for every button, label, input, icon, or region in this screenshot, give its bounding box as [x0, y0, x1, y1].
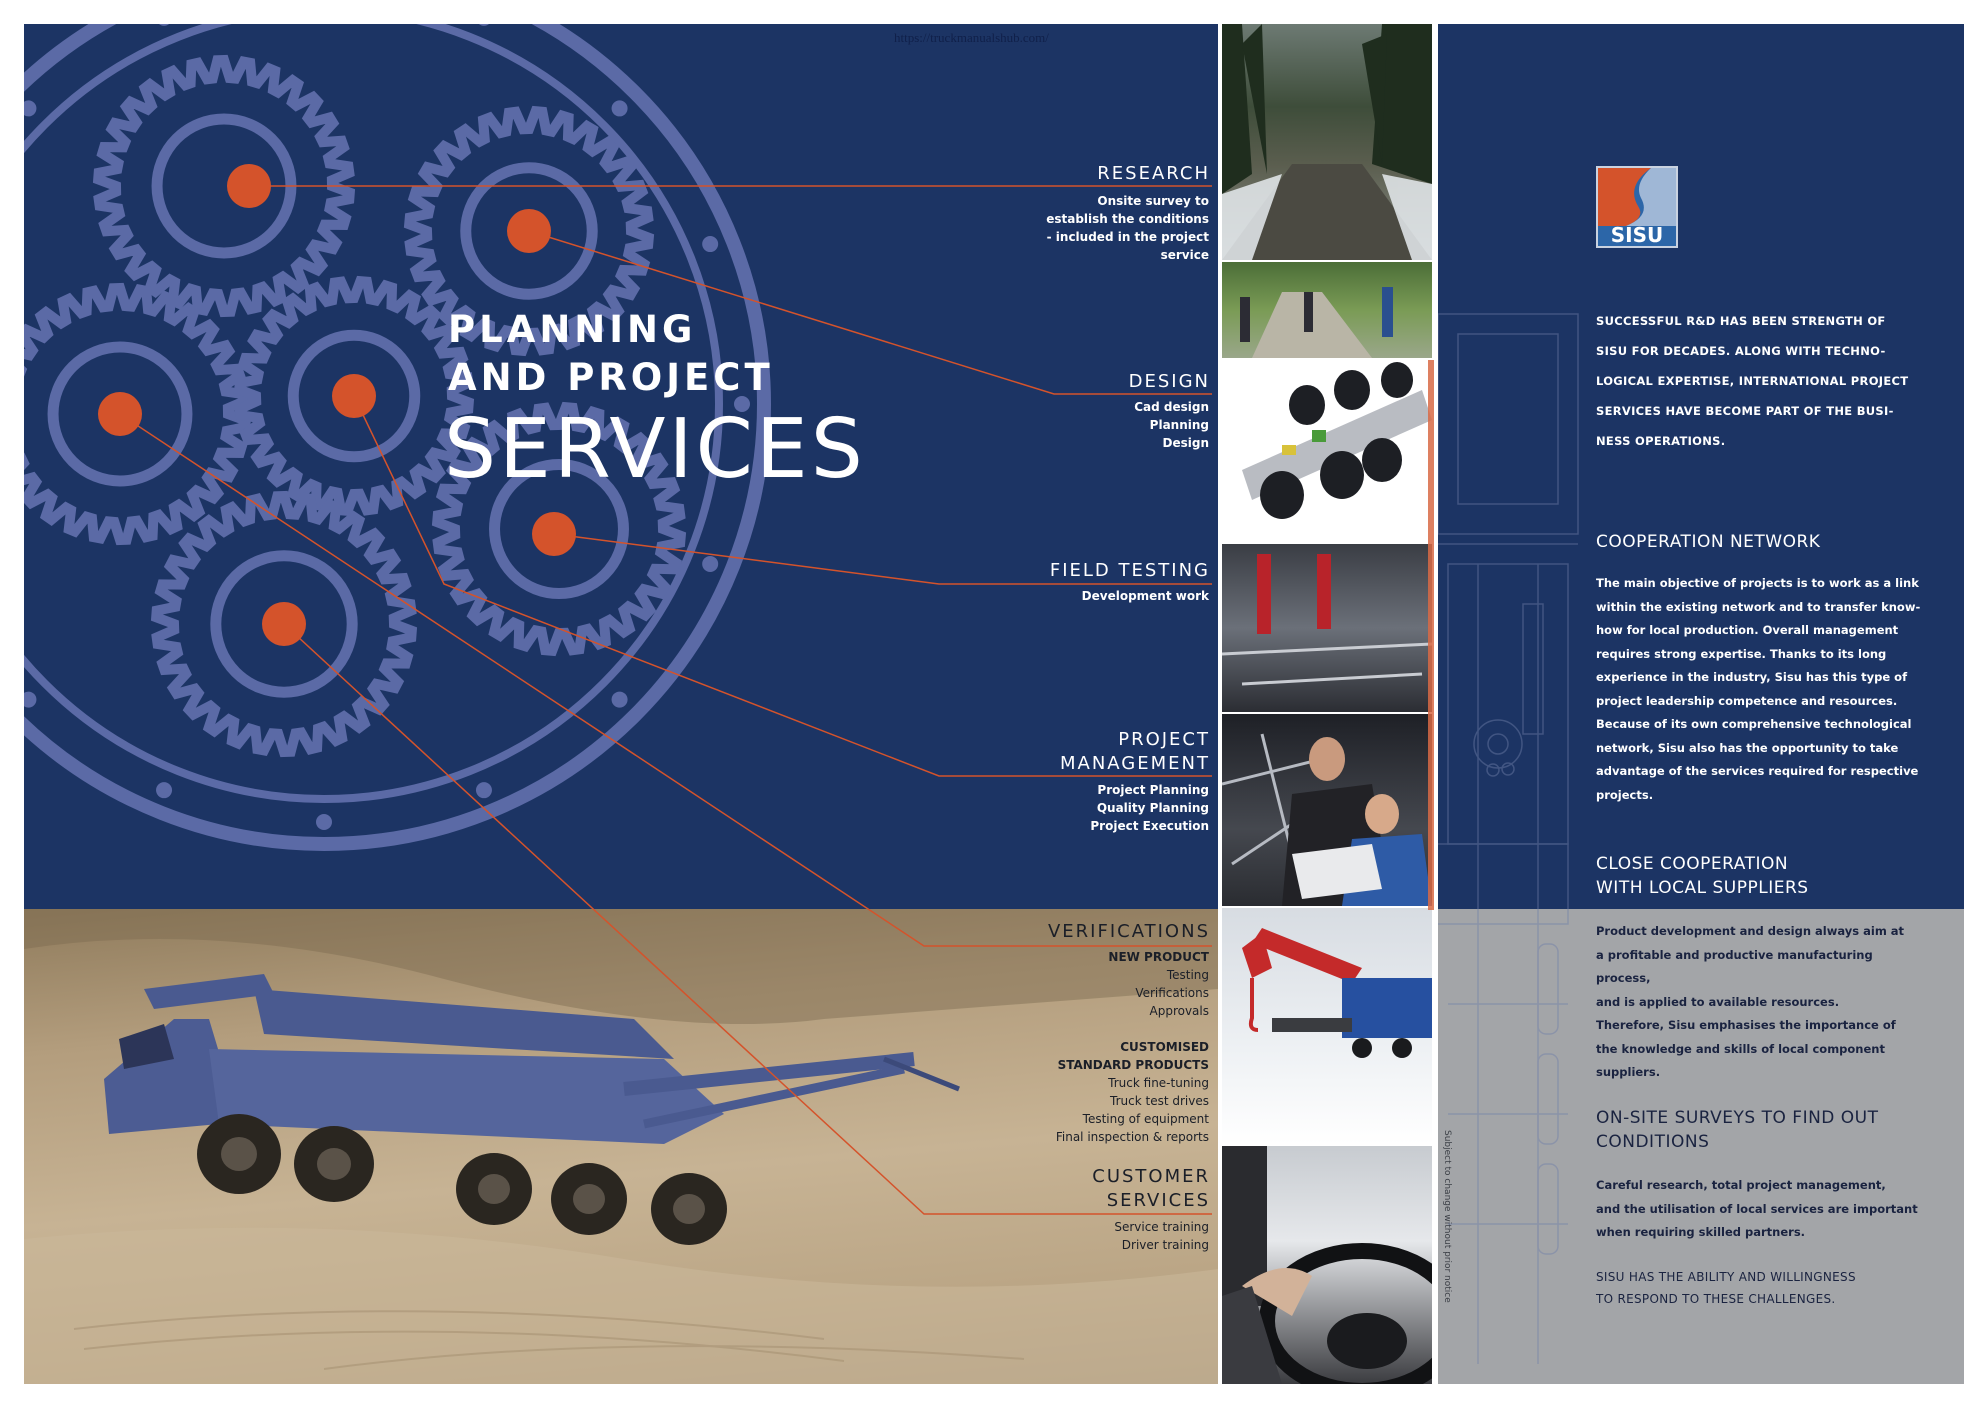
body-line: the knowledge and skills of local compon…	[1596, 1041, 1885, 1056]
section-body-onsite-surveys: Careful research, total project manageme…	[1596, 1174, 1926, 1245]
desc-line: establish the conditions	[1046, 212, 1209, 226]
body-line: advantage of the services required for r…	[1596, 764, 1919, 778]
desc-line: Truck fine-tuning	[1108, 1076, 1209, 1090]
service-heading-verifications: VERIFICATIONS	[1047, 921, 1210, 942]
source-url[interactable]: https://truckmanualshub.com/	[894, 30, 1049, 45]
side-note-text: Subject to change without prior notice	[1442, 1130, 1452, 1303]
desc-line: Quality Planning	[1096, 801, 1209, 815]
desc-line: Planning	[1149, 418, 1209, 432]
intro-line: SUCCESSFUL R&D HAS BEEN STRENGTH OF	[1596, 314, 1886, 328]
logo-text: SISU	[1611, 223, 1664, 247]
section-body-cooperation-network: The main objective of projects is to wor…	[1596, 572, 1926, 807]
intro-line: LOGICAL EXPERTISE, INTERNATIONAL PROJECT	[1596, 374, 1909, 388]
intro-text: SUCCESSFUL R&D HAS BEEN STRENGTH OF SISU…	[1596, 306, 1916, 456]
service-desc-field-testing: Development work	[1082, 587, 1209, 605]
service-desc-project-management: Project Planning Quality Planning Projec…	[1090, 781, 1209, 835]
service-desc-verifications: NEW PRODUCT Testing Verifications Approv…	[1056, 948, 1209, 1146]
desc-line: Service training	[1114, 1220, 1209, 1234]
title-line-1: PLANNING	[448, 308, 697, 351]
body-line: experience in the industry, Sisu has thi…	[1596, 670, 1908, 684]
body-line: within the existing network and to trans…	[1596, 599, 1921, 614]
desc-line: Design	[1162, 436, 1210, 450]
photo-project-management	[1222, 714, 1432, 906]
body-line: project leadership competence and resour…	[1596, 693, 1898, 708]
desc-line: Driver training	[1121, 1238, 1209, 1252]
title-line-3: SERVICES	[444, 402, 866, 497]
heading-line: ON-SITE SURVEYS TO FIND OUT	[1596, 1108, 1879, 1128]
heading-line: CUSTOMER	[1092, 1166, 1210, 1187]
intro-line: SISU FOR DECADES. ALONG WITH TECHNO-	[1596, 344, 1886, 358]
closing-line: SISU HAS THE ABILITY AND WILLINGNESS	[1596, 1270, 1856, 1284]
intro-line: NESS OPERATIONS.	[1596, 434, 1726, 448]
photo-driver-training	[1222, 1146, 1432, 1384]
photo-field-testing	[1222, 544, 1432, 712]
service-heading-field-testing: FIELD TESTING	[1049, 560, 1210, 581]
section-body-local-suppliers: Product development and design always ai…	[1596, 920, 1926, 1085]
desc-line: Testing	[1166, 968, 1209, 982]
service-heading-design: DESIGN	[1128, 371, 1210, 392]
right-grey-panel	[1438, 909, 1964, 1384]
body-line: suppliers.	[1596, 1065, 1661, 1079]
service-heading-research: RESEARCH	[1097, 163, 1210, 184]
body-line: Therefore, Sisu emphasises the importanc…	[1596, 1018, 1896, 1032]
section-heading-cooperation-network: COOPERATION NETWORK	[1596, 530, 1820, 554]
closing-statement: SISU HAS THE ABILITY AND WILLINGNESS TO …	[1596, 1266, 1926, 1310]
body-line: Product development and design always ai…	[1596, 924, 1905, 938]
desc-line: Project Planning	[1097, 783, 1209, 797]
sisu-logo: SISU	[1596, 166, 1678, 248]
desc-line: Project Execution	[1090, 819, 1209, 833]
truck-photo	[24, 909, 1218, 1384]
desc-line: - included in the project	[1046, 230, 1209, 244]
heading-line: CONDITIONS	[1596, 1132, 1710, 1152]
orange-accent-bar	[1428, 360, 1434, 910]
photo-crane-truck	[1222, 908, 1432, 1144]
desc-line: Cad design	[1134, 400, 1209, 414]
section-heading-onsite-surveys: ON-SITE SURVEYS TO FIND OUT CONDITIONS	[1596, 1106, 1879, 1154]
desc-line: Final inspection & reports	[1055, 1130, 1209, 1144]
body-line: requires strong expertise. Thanks to its…	[1596, 646, 1887, 661]
body-line: how for local production. Overall manage…	[1596, 623, 1899, 637]
body-line: a profitable and productive manufacturin…	[1596, 947, 1873, 986]
heading-line: COOPERATION NETWORK	[1596, 532, 1821, 552]
heading-line: PROJECT	[1118, 729, 1210, 750]
heading-line: SERVICES	[1106, 1190, 1210, 1211]
service-desc-design: Cad design Planning Design	[1134, 398, 1209, 452]
group-title-standard-products: STANDARD PRODUCTS	[1057, 1058, 1209, 1072]
service-heading-project-management: PROJECT MANAGEMENT	[1060, 728, 1210, 776]
service-heading-customer-services: CUSTOMER SERVICES	[1092, 1165, 1210, 1213]
desc-line: Verifications	[1135, 986, 1209, 1000]
section-heading-local-suppliers: CLOSE COOPERATION WITH LOCAL SUPPLIERS	[1596, 852, 1809, 900]
body-line: and is applied to available resources.	[1596, 994, 1840, 1009]
closing-line: TO RESPOND TO THESE CHALLENGES.	[1596, 1292, 1836, 1306]
heading-line: CLOSE COOPERATION	[1596, 854, 1789, 874]
title-line-2: AND PROJECT	[448, 356, 774, 399]
body-line: projects.	[1596, 787, 1654, 802]
body-line: Because of its own comprehensive technol…	[1596, 717, 1912, 731]
right-blue-panel	[1438, 24, 1964, 909]
body-line: The main objective of projects is to wor…	[1596, 576, 1919, 590]
desc-line: Testing of equipment	[1082, 1112, 1209, 1126]
heading-line: WITH LOCAL SUPPLIERS	[1596, 878, 1809, 898]
side-note: Subject to change without prior notice	[1440, 1130, 1454, 1330]
body-line: Careful research, total project manageme…	[1596, 1178, 1886, 1192]
desc-line: service	[1160, 248, 1209, 262]
photo-forest-road	[1222, 24, 1432, 260]
group-title-new-product: NEW PRODUCT	[1108, 950, 1209, 964]
body-line: network, Sisu also has the opportunity t…	[1596, 740, 1899, 755]
desc-line: Approvals	[1149, 1004, 1210, 1018]
heading-line: MANAGEMENT	[1060, 753, 1210, 774]
group-title-customised: CUSTOMISED	[1120, 1040, 1209, 1054]
desc-line: Truck test drives	[1110, 1094, 1209, 1108]
desc-line: Development work	[1081, 589, 1209, 603]
intro-line: SERVICES HAVE BECOME PART OF THE BUSI-	[1596, 404, 1894, 418]
service-desc-customer-services: Service training Driver training	[1114, 1218, 1209, 1254]
body-line: when requiring skilled partners.	[1596, 1225, 1806, 1239]
body-line: and the utilisation of local services ar…	[1596, 1201, 1918, 1216]
service-desc-research: Onsite survey to establish the condition…	[1046, 192, 1209, 264]
photo-cad-design	[1222, 360, 1432, 542]
photo-surveyors	[1222, 262, 1432, 358]
desc-line: Onsite survey to	[1097, 194, 1209, 208]
